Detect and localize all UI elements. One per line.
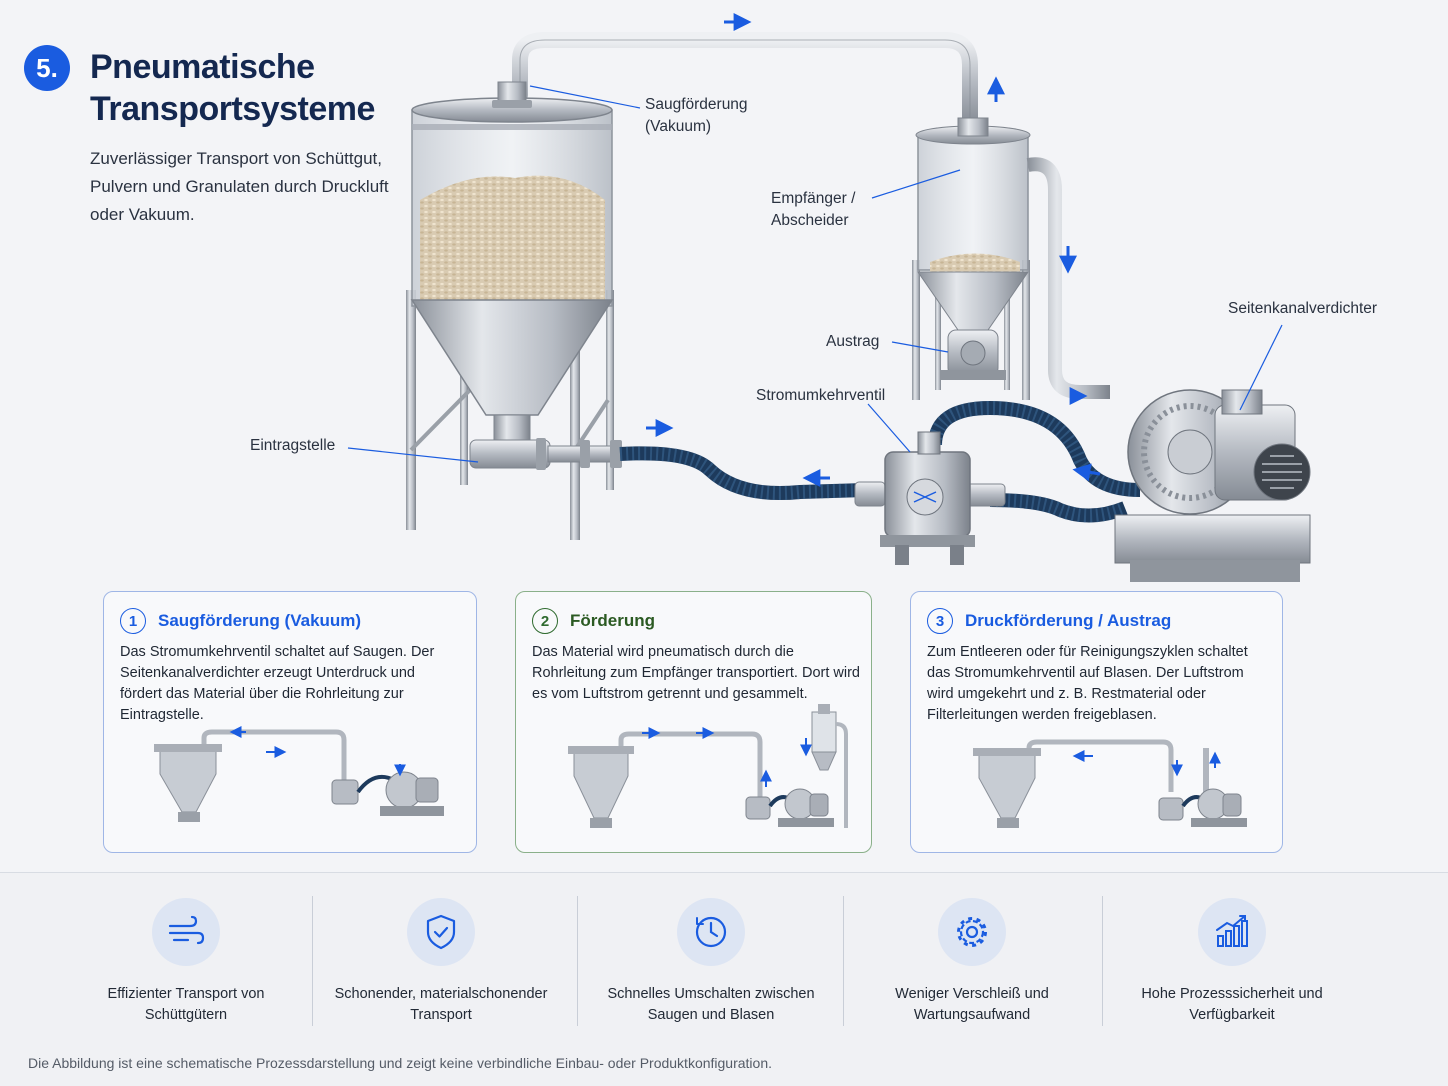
callout-stromumkehrventil: Stromumkehrventil (756, 387, 886, 404)
bar-chart-icon (1198, 898, 1266, 966)
benefit-divider (577, 896, 578, 1026)
step-title: Druckförderung / Austrag (965, 611, 1172, 630)
benefit-divider (1102, 896, 1103, 1026)
step-number-badge: 5. (24, 45, 70, 91)
leader-saugfoerderung (529, 85, 641, 109)
benefit-label: Hohe Prozesssicherheit und Verfügbarkeit (1141, 986, 1323, 1023)
hose-blower-upper (928, 400, 1141, 497)
leader-austrag (891, 341, 949, 353)
step-3-schematic (973, 739, 1247, 828)
receiver-body (917, 134, 1029, 271)
benefit-divider (312, 896, 313, 1026)
title-line-2: Transportsysteme (90, 90, 375, 128)
benefit-label: Schnelles Umschalten zwischen Saugen und… (607, 986, 815, 1023)
step-card-header: 1 Saugförderung (Vakuum) (120, 608, 361, 634)
shield-check-icon (407, 898, 475, 966)
airflow-icon (152, 898, 220, 966)
benefit-label: Weniger Verschleiß und Wartungsaufwand (895, 986, 1049, 1023)
step-card-header: 3 Druckförderung / Austrag (927, 608, 1171, 634)
step-number: 1 (120, 608, 146, 634)
silo-granulate (420, 175, 605, 300)
disclaimer: Die Abbildung ist eine schematische Proz… (28, 1055, 772, 1071)
silo-leg (570, 290, 580, 540)
blower-base (1114, 514, 1311, 564)
leader-empfaenger (871, 169, 961, 199)
receiver-cone (917, 271, 1029, 331)
hose-silo (619, 446, 866, 501)
benefit-divider (843, 896, 844, 1026)
page-title: Pneumatische Transportsysteme (90, 46, 430, 130)
hose-blower-lower (989, 493, 1128, 523)
benefit-low-wear: Weniger Verschleiß und Wartungsaufwand (852, 898, 1092, 1026)
callout-empfaenger: Empfänger / Abscheider (771, 190, 856, 229)
title-line-1: Pneumatische (90, 48, 315, 86)
silo-leg (606, 290, 614, 490)
benefit-gentle-transport: Schonender, materialschonender Transport (321, 898, 561, 1026)
step-description: Das Stromumkehrventil schaltet auf Sauge… (120, 644, 435, 723)
leader-eintragstelle (347, 447, 479, 463)
receiver-leg (1022, 260, 1030, 400)
callout-austrag: Austrag (826, 333, 880, 350)
callout-saugfoerderung: Saugförderung (Vakuum) (645, 96, 748, 135)
benefit-efficient-transport: Effizienter Transport von Schüttgütern (66, 898, 306, 1026)
step-number: 2 (532, 608, 558, 634)
silo-cone (410, 299, 614, 416)
step-card-1: 1 Saugförderung (Vakuum) Das Stromumkehr… (103, 591, 477, 853)
flow-arrow-left-2 (1072, 463, 1101, 482)
leader-stromumkehrventil (867, 403, 911, 453)
step-1-schematic (154, 726, 444, 822)
step-number: 3 (927, 608, 953, 634)
step-title: Förderung (570, 611, 655, 630)
benefit-process-reliability: Hohe Prozesssicherheit und Verfügbarkeit (1112, 898, 1352, 1026)
step-description: Zum Entleeren oder für Reinigungszyklen … (927, 644, 1248, 723)
benefit-label: Schonender, materialschonender Transport (334, 986, 548, 1023)
step-card-header: 2 Förderung (532, 608, 655, 634)
receiver-leg (912, 260, 920, 400)
benefit-fast-switching: Schnelles Umschalten zwischen Saugen und… (591, 898, 831, 1026)
step-2-schematic (568, 704, 848, 828)
step-description: Das Material wird pneumatisch durch die … (532, 644, 860, 702)
page-subtitle: Zuverlässiger Transport von Schüttgut, P… (90, 149, 389, 224)
step-title: Saugförderung (Vakuum) (158, 611, 362, 630)
clock-icon (677, 898, 745, 966)
callout-eintragstelle: Eintragstelle (250, 437, 336, 454)
step-card-2: 2 Förderung Das Material wird pneumatisc… (515, 591, 872, 853)
silo-leg (460, 300, 468, 485)
benefit-label: Effizienter Transport von Schüttgütern (107, 986, 265, 1023)
callout-seitenkanalverdichter: Seitenkanalverdichter (1228, 300, 1378, 317)
silo-leg (406, 290, 416, 530)
side-pipe (1026, 157, 1110, 399)
step-card-3: 3 Druckförderung / Austrag Zum Entleeren… (910, 591, 1283, 853)
gear-icon (938, 898, 1006, 966)
process-illustration (347, 13, 1311, 582)
leader-seitenkanal (1239, 324, 1283, 411)
